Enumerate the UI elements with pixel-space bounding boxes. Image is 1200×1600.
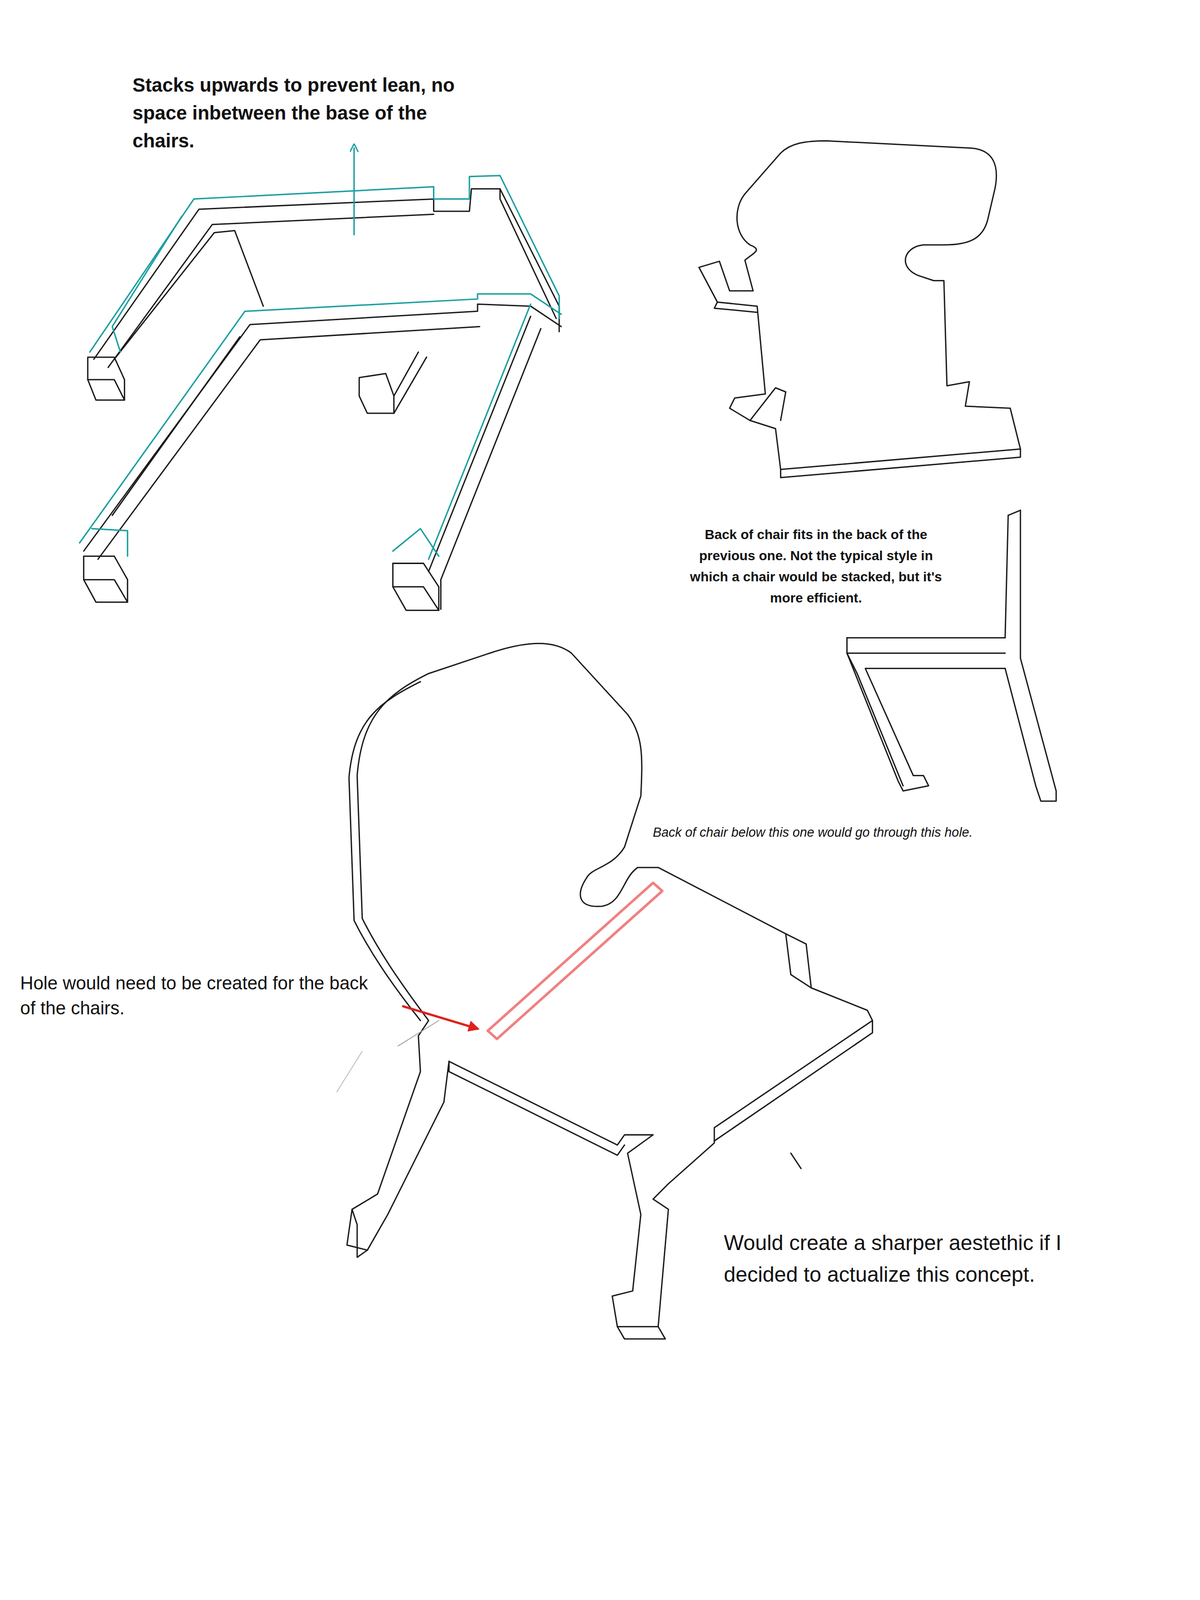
annotation-note: Hole would need to be created for the ba…	[20, 970, 385, 1021]
stacked-frame-outline	[79, 147, 562, 560]
annotation-note: Would create a sharper aestethic if I de…	[723, 1226, 1108, 1291]
chair-flat-part	[698, 140, 1021, 478]
annotation-note: Back of chair fits in the back of the pr…	[681, 524, 951, 609]
hole-marker	[403, 882, 663, 1039]
chair-base-frame	[83, 188, 562, 611]
annotation-note: Back of chair below this one would go th…	[652, 823, 1008, 841]
annotation-note: Stacks upwards to prevent lean, no space…	[132, 71, 469, 155]
